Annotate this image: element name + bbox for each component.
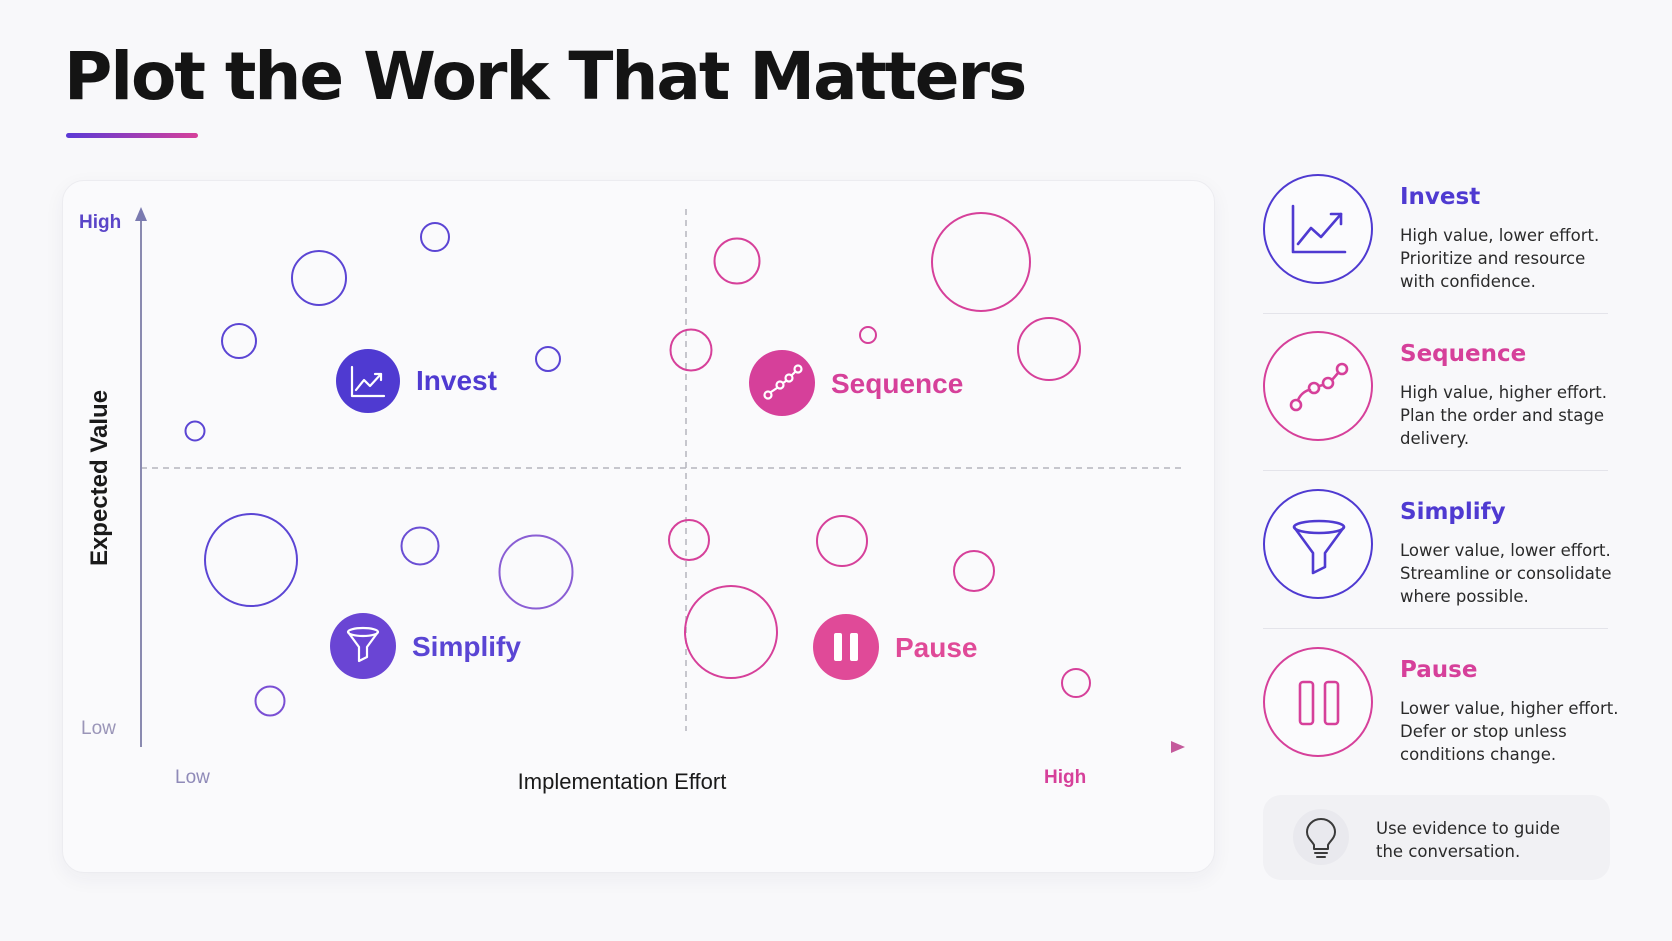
- x-axis-low-label: Low: [175, 767, 210, 788]
- simplify-badge: [330, 613, 396, 679]
- quadrant-chart: High Low Low High Implementation Effort …: [79, 207, 1185, 794]
- quadrant-label-text: Invest: [416, 365, 497, 396]
- pause-icon: [1298, 680, 1340, 726]
- sequence-bubble: [1017, 317, 1081, 381]
- quadrant-label-pause: Pause: [813, 614, 978, 680]
- quadrant-chart-card: High Low Low High Implementation Effort …: [62, 180, 1215, 873]
- simplify-bubble: [498, 534, 574, 610]
- trend-up-icon: [350, 365, 386, 398]
- funnel-icon: [346, 626, 380, 663]
- invest-bubble: [221, 323, 257, 359]
- legend-title: Pause: [1400, 657, 1478, 683]
- legend-divider: [1263, 313, 1608, 314]
- quadrant-label-sequence: Sequence: [749, 350, 963, 416]
- legend-description: High value, lower effort. Prioritize and…: [1400, 226, 1600, 291]
- y-axis-high-label: High: [79, 212, 121, 233]
- legend-title: Sequence: [1400, 341, 1527, 367]
- sequence-bubble: [931, 212, 1031, 312]
- x-axis-title: Implementation Effort: [518, 769, 727, 794]
- pause-bubble: [953, 550, 995, 592]
- legend-item-pause: Pause Lower value, higher effort. Defer …: [1263, 647, 1619, 777]
- tip-text: Use evidence to guide the conversation.: [1376, 819, 1561, 861]
- pause-badge: [813, 614, 879, 680]
- pause-bubble: [668, 519, 710, 561]
- sequence-bubble: [669, 328, 713, 372]
- quadrant-label-text: Simplify: [412, 631, 521, 662]
- simplify-bubble: [254, 685, 286, 717]
- quadrant-label-simplify: Simplify: [330, 613, 521, 679]
- legend-icon-ring: [1263, 331, 1373, 441]
- trend-up-icon: [1291, 204, 1347, 254]
- pause-bubble: [1061, 668, 1091, 698]
- simplify-bubble: [400, 526, 440, 566]
- invest-bubble: [291, 250, 347, 306]
- path-nodes-icon: [1289, 362, 1349, 412]
- pause-bubble: [816, 515, 868, 567]
- legend-item-sequence: Sequence High value, higher effort. Plan…: [1263, 331, 1608, 461]
- simplify-bubble: [204, 513, 298, 607]
- lightbulb-icon: [1293, 809, 1349, 865]
- legend-divider: [1263, 628, 1608, 629]
- y-axis-title: Expected Value: [86, 390, 113, 566]
- legend-description: Lower value, lower effort. Streamline or…: [1400, 541, 1612, 606]
- quadrant-label-text: Pause: [895, 632, 978, 663]
- x-axis-high-label: High: [1044, 767, 1086, 788]
- invest-bubble: [184, 420, 206, 442]
- quadrant-label-text: Sequence: [831, 368, 963, 399]
- legend-icon-ring: [1263, 174, 1373, 284]
- legend-item-invest: Invest High value, lower effort. Priorit…: [1263, 174, 1608, 304]
- legend-divider: [1263, 470, 1608, 471]
- legend-title: Simplify: [1400, 499, 1506, 525]
- legend-icon-ring: [1263, 647, 1373, 757]
- x-axis-arrow: [1171, 741, 1185, 753]
- legend-description: High value, higher effort. Plan the orde…: [1400, 383, 1607, 448]
- y-axis-low-label: Low: [81, 718, 116, 739]
- invest-badge: [336, 349, 400, 413]
- path-nodes-icon: [763, 364, 803, 400]
- pause-icon: [834, 633, 858, 661]
- quadrant-label-invest: Invest: [336, 349, 497, 413]
- tip-card: Use evidence to guide the conversation.: [1263, 795, 1610, 880]
- invest-bubble: [420, 222, 450, 252]
- pause-bubble: [684, 585, 778, 679]
- y-axis-arrow: [135, 207, 147, 221]
- sequence-bubble: [859, 326, 877, 344]
- funnel-icon: [1292, 519, 1346, 575]
- legend-title: Invest: [1400, 184, 1481, 210]
- legend-item-simplify: Simplify Lower value, lower effort. Stre…: [1263, 489, 1612, 619]
- sequence-bubble: [713, 237, 761, 285]
- legend-icon-ring: [1263, 489, 1373, 599]
- invest-bubble: [535, 346, 561, 372]
- page-title: Plot the Work That Matters: [64, 38, 1027, 115]
- title-underline: [66, 133, 198, 138]
- legend-description: Lower value, higher effort. Defer or sto…: [1400, 699, 1619, 764]
